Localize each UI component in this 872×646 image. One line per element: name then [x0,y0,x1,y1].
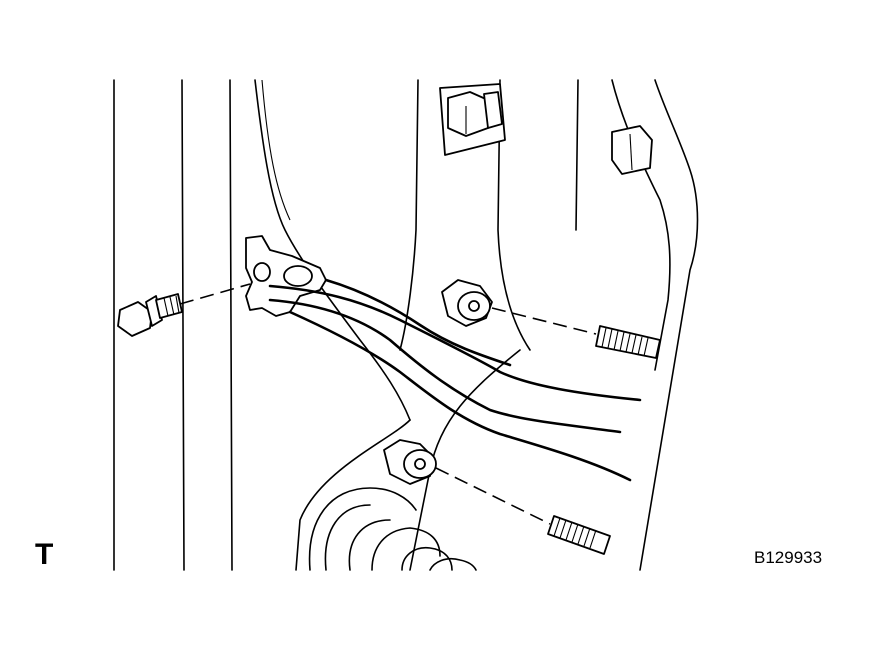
bolt-alignment-line [179,283,251,305]
figure-id-label: B129933 [754,548,823,567]
door-check-arm [245,235,642,482]
flange-bolt-left [117,293,183,337]
nut-lower [383,439,437,485]
corner-letter-label: T [35,538,54,571]
stud-upper [595,325,661,359]
rubber-boot [308,487,477,571]
stud-lower [547,515,611,555]
upper-bolt-group [439,83,653,175]
nut-lower-line [435,467,551,525]
door-frame-edges [113,79,699,571]
nut-upper-line [491,307,597,335]
nut-upper [441,279,493,327]
